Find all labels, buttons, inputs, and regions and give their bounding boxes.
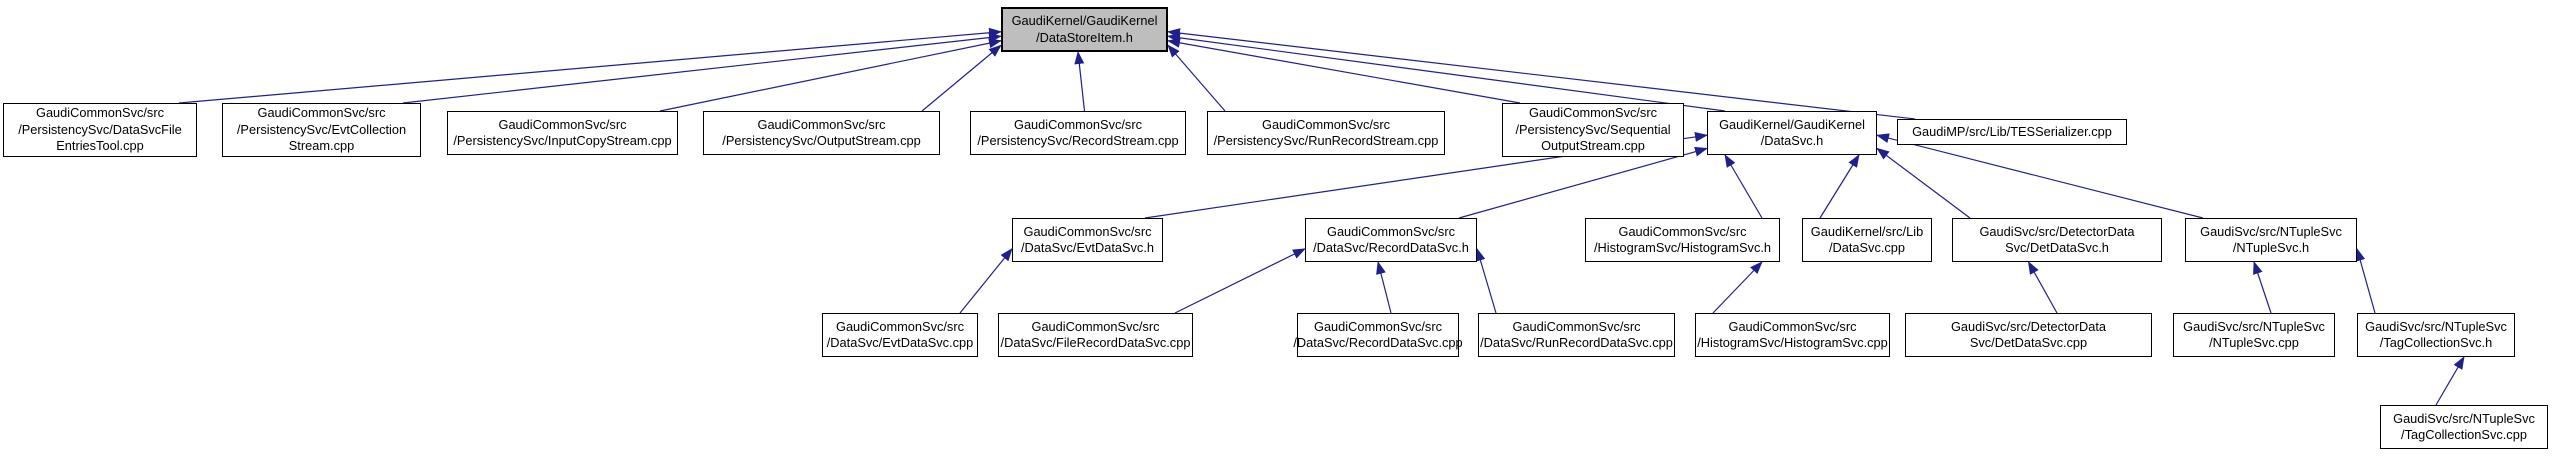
graph-node-recorddatasvc_cpp[interactable]: GaudiCommonSvc/src /DataSvc/RecordDataSv… [1293, 313, 1463, 357]
dependency-edge-ntuplesvc_cpp-to-ntuplesvc_h [2253, 261, 2272, 314]
dependency-edge-recorddatasvc_cpp-to-recorddatasvc_h [1376, 261, 1392, 314]
graph-node-tagcollectionsvc_h[interactable]: GaudiSvc/src/NTupleSvc /TagCollectionSvc… [2357, 313, 2515, 357]
graph-node-recordstream[interactable]: GaudiCommonSvc/src /PersistencySvc/Recor… [970, 111, 1186, 155]
dependency-edge-datasvc_cpp-to-datasvc_h [1819, 154, 1860, 219]
graph-node-datastoreitem: GaudiKernel/GaudiKernel /DataStoreItem.h [1001, 7, 1168, 52]
graph-node-datasvc_h[interactable]: GaudiKernel/GaudiKernel /DataSvc.h [1707, 111, 1877, 155]
dependency-edge-histogramsvc_h-to-datasvc_h [1724, 154, 1763, 219]
graph-node-outputstream[interactable]: GaudiCommonSvc/src /PersistencySvc/Outpu… [703, 111, 940, 155]
dependency-edge-outputstream-to-datastoreitem [921, 44, 1002, 112]
graph-node-ntuplesvc_h[interactable]: GaudiSvc/src/NTupleSvc /NTupleSvc.h [2185, 218, 2357, 262]
graph-node-sequentialoutputstream[interactable]: GaudiCommonSvc/src /PersistencySvc/Seque… [1502, 103, 1684, 157]
graph-node-histogramsvc_h[interactable]: GaudiCommonSvc/src /HistogramSvc/Histogr… [1585, 218, 1780, 262]
graph-node-runrecordstream[interactable]: GaudiCommonSvc/src /PersistencySvc/RunRe… [1207, 111, 1445, 155]
graph-node-evtdatasvc_cpp[interactable]: GaudiCommonSvc/src /DataSvc/EvtDataSvc.c… [822, 313, 978, 357]
dependency-edge-detdatasvc_cpp-to-detdatasvc_h [2027, 261, 2058, 314]
graph-node-evtcollectionstream[interactable]: GaudiCommonSvc/src /PersistencySvc/EvtCo… [222, 103, 421, 157]
dependency-edge-datasvc_h-to-datastoreitem [1167, 32, 1726, 112]
dependency-edge-sequentialoutputstream-to-datastoreitem [1167, 37, 1521, 104]
dependency-edge-tagcollectionsvc_cpp-to-tagcollectionsvc_h [2435, 356, 2465, 406]
dependency-edge-tesserializer-to-datastoreitem [1167, 28, 1916, 120]
dependency-edge-evtcollectionstream-to-datastoreitem [402, 32, 1002, 104]
dependency-edge-tagcollectionsvc_h-to-ntuplesvc_h [2355, 247, 2376, 314]
dependency-edge-filerecorddatasvc_cpp-to-recorddatasvc_h [1174, 248, 1306, 314]
graph-node-ntuplesvc_cpp[interactable]: GaudiSvc/src/NTupleSvc /NTupleSvc.cpp [2173, 313, 2335, 357]
graph-node-histogramsvc_cpp[interactable]: GaudiCommonSvc/src /HistogramSvc/Histogr… [1695, 313, 1890, 357]
dependency-edge-runrecorddatasvc_cpp-to-recorddatasvc_h [1475, 247, 1497, 314]
dependency-edge-recordstream-to-datastoreitem [1074, 51, 1086, 112]
dependency-edge-histogramsvc_cpp-to-histogramsvc_h [1712, 261, 1763, 314]
dependency-edge-datasvcfileentriestool-to-datastoreitem [178, 27, 1002, 104]
dependency-edge-detdatasvc_h-to-datasvc_h [1876, 147, 1971, 219]
graph-node-tesserializer[interactable]: GaudiMP/src/Lib/TESSerializer.cpp [1897, 119, 2127, 145]
graph-node-evtdatasvc_h[interactable]: GaudiCommonSvc/src /DataSvc/EvtDataSvc.h [1012, 218, 1163, 262]
graph-node-recorddatasvc_h[interactable]: GaudiCommonSvc/src /DataSvc/RecordDataSv… [1305, 218, 1477, 262]
graph-node-detdatasvc_cpp[interactable]: GaudiSvc/src/DetectorData Svc/DetDataSvc… [1905, 313, 2152, 357]
graph-node-detdatasvc_h[interactable]: GaudiSvc/src/DetectorData Svc/DetDataSvc… [1952, 218, 2162, 262]
graph-node-inputcopystream[interactable]: GaudiCommonSvc/src /PersistencySvc/Input… [447, 111, 678, 155]
dependency-edge-inputcopystream-to-datastoreitem [659, 38, 1002, 112]
dependency-edge-evtdatasvc_cpp-to-evtdatasvc_h [959, 248, 1013, 314]
graph-node-datasvc_cpp[interactable]: GaudiKernel/src/Lib /DataSvc.cpp [1802, 218, 1932, 262]
dependency-edge-runrecordstream-to-datastoreitem [1167, 44, 1226, 112]
graph-node-filerecorddatasvc_cpp[interactable]: GaudiCommonSvc/src /DataSvc/FileRecordDa… [998, 313, 1193, 357]
graph-node-tagcollectionsvc_cpp[interactable]: GaudiSvc/src/NTupleSvc /TagCollectionSvc… [2380, 405, 2548, 449]
graph-node-runrecorddatasvc_cpp[interactable]: GaudiCommonSvc/src /DataSvc/RunRecordDat… [1478, 313, 1675, 357]
dependency-edge-recorddatasvc_h-to-datasvc_h [1458, 146, 1708, 219]
dependency-edge-ntuplesvc_h-to-datasvc_h [1876, 133, 2204, 219]
graph-node-datasvcfileentriestool[interactable]: GaudiCommonSvc/src /PersistencySvc/DataS… [3, 103, 197, 157]
